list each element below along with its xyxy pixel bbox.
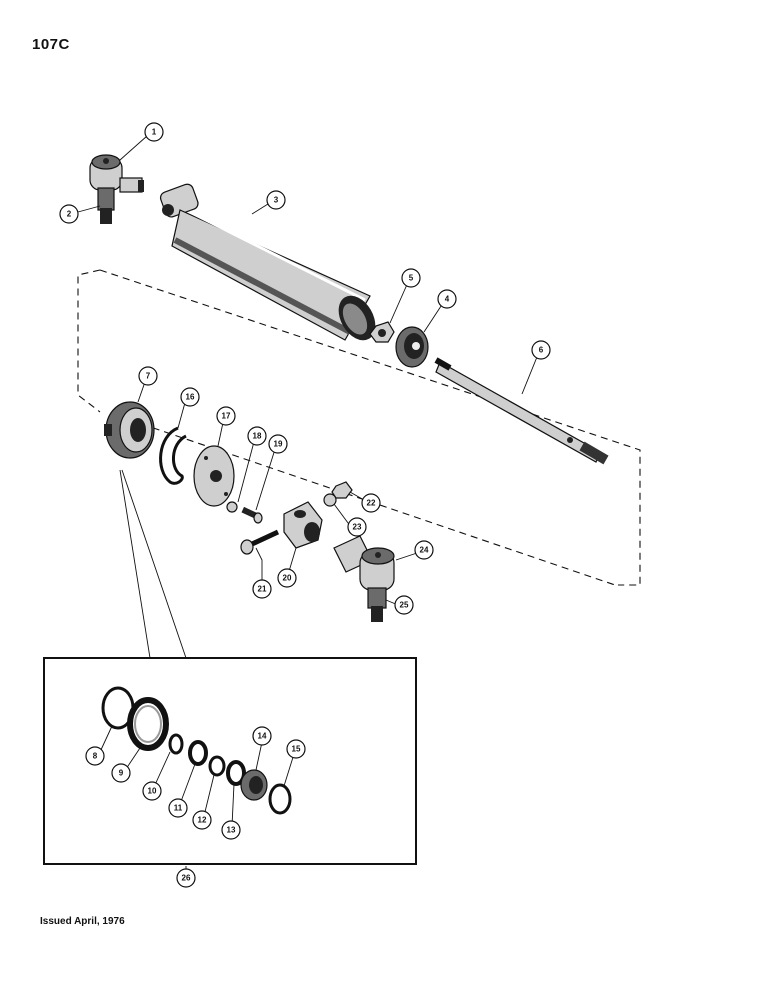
washer-18 [226, 501, 238, 513]
svg-text:13: 13 [227, 826, 236, 835]
callout-2: 2 [59, 204, 79, 224]
clamp-20 [283, 501, 323, 549]
callout-20: 20 [277, 568, 297, 588]
ring-12 [208, 755, 226, 777]
plate-17 [193, 445, 235, 507]
callout-12: 12 [192, 810, 212, 830]
svg-text:1: 1 [152, 128, 157, 137]
svg-text:24: 24 [420, 546, 429, 555]
svg-text:21: 21 [258, 585, 267, 594]
svg-text:9: 9 [119, 769, 124, 778]
gland-7 [104, 401, 155, 459]
svg-text:3: 3 [274, 196, 279, 205]
ring-9 [127, 697, 169, 751]
callout-9: 9 [111, 763, 131, 783]
svg-text:15: 15 [292, 745, 301, 754]
svg-text:20: 20 [283, 574, 292, 583]
callout-18: 18 [247, 426, 267, 446]
callout-5: 5 [401, 268, 421, 288]
callout-8: 8 [85, 746, 105, 766]
callout-17: 17 [216, 406, 236, 426]
svg-text:14: 14 [258, 732, 267, 741]
svg-text:7: 7 [146, 372, 151, 381]
callout-26: 26 [176, 868, 196, 888]
svg-text:10: 10 [148, 787, 157, 796]
washer-23 [323, 493, 337, 507]
svg-text:23: 23 [353, 523, 362, 532]
svg-text:11: 11 [174, 804, 183, 813]
callout-1: 1 [144, 122, 164, 142]
svg-text:6: 6 [539, 346, 544, 355]
svg-text:19: 19 [274, 440, 283, 449]
seal-kit-inset-box [43, 657, 417, 865]
nut-22 [331, 481, 353, 499]
callout-15: 15 [286, 739, 306, 759]
callout-7: 7 [138, 366, 158, 386]
svg-text:5: 5 [409, 274, 414, 283]
callout-25: 25 [394, 595, 414, 615]
ring-15 [268, 783, 292, 815]
callout-11: 11 [168, 798, 188, 818]
assembly-dashed-outline [77, 269, 641, 586]
callout-21: 21 [252, 579, 272, 599]
svg-text:12: 12 [198, 816, 207, 825]
seal-11 [188, 740, 208, 766]
callout-4: 4 [437, 289, 457, 309]
svg-text:17: 17 [222, 412, 231, 421]
seal-13 [226, 760, 246, 786]
svg-text:4: 4 [445, 295, 450, 304]
ball-joint-lower [333, 535, 395, 622]
piston-rod-6 [434, 357, 609, 465]
svg-text:2: 2 [67, 210, 72, 219]
callout-22: 22 [361, 493, 381, 513]
bushing-14 [240, 769, 268, 801]
ring-10 [168, 733, 184, 755]
svg-text:16: 16 [186, 393, 195, 402]
callout-3: 3 [266, 190, 286, 210]
svg-text:8: 8 [93, 752, 98, 761]
bolt-21 [240, 529, 280, 555]
issued-date: Issued April, 1976 [40, 916, 125, 927]
ball-joint-upper [89, 154, 144, 224]
piston-4 [395, 326, 429, 368]
nut-5 [369, 321, 395, 343]
callout-19: 19 [268, 434, 288, 454]
callout-6: 6 [531, 340, 551, 360]
screw-19 [241, 506, 263, 524]
svg-text:18: 18 [253, 432, 262, 441]
svg-text:22: 22 [367, 499, 376, 508]
callout-16: 16 [180, 387, 200, 407]
callout-14: 14 [252, 726, 272, 746]
callout-23: 23 [347, 517, 367, 537]
snap-ring-16 [159, 426, 187, 485]
leader-lines [77, 135, 540, 878]
inset-pointer-lines [119, 469, 187, 659]
callout-10: 10 [142, 781, 162, 801]
page-number: 107C [32, 36, 70, 53]
cylinder-tube [159, 183, 376, 341]
svg-text:26: 26 [182, 874, 191, 883]
svg-text:25: 25 [400, 601, 409, 610]
callout-13: 13 [221, 820, 241, 840]
callout-24: 24 [414, 540, 434, 560]
